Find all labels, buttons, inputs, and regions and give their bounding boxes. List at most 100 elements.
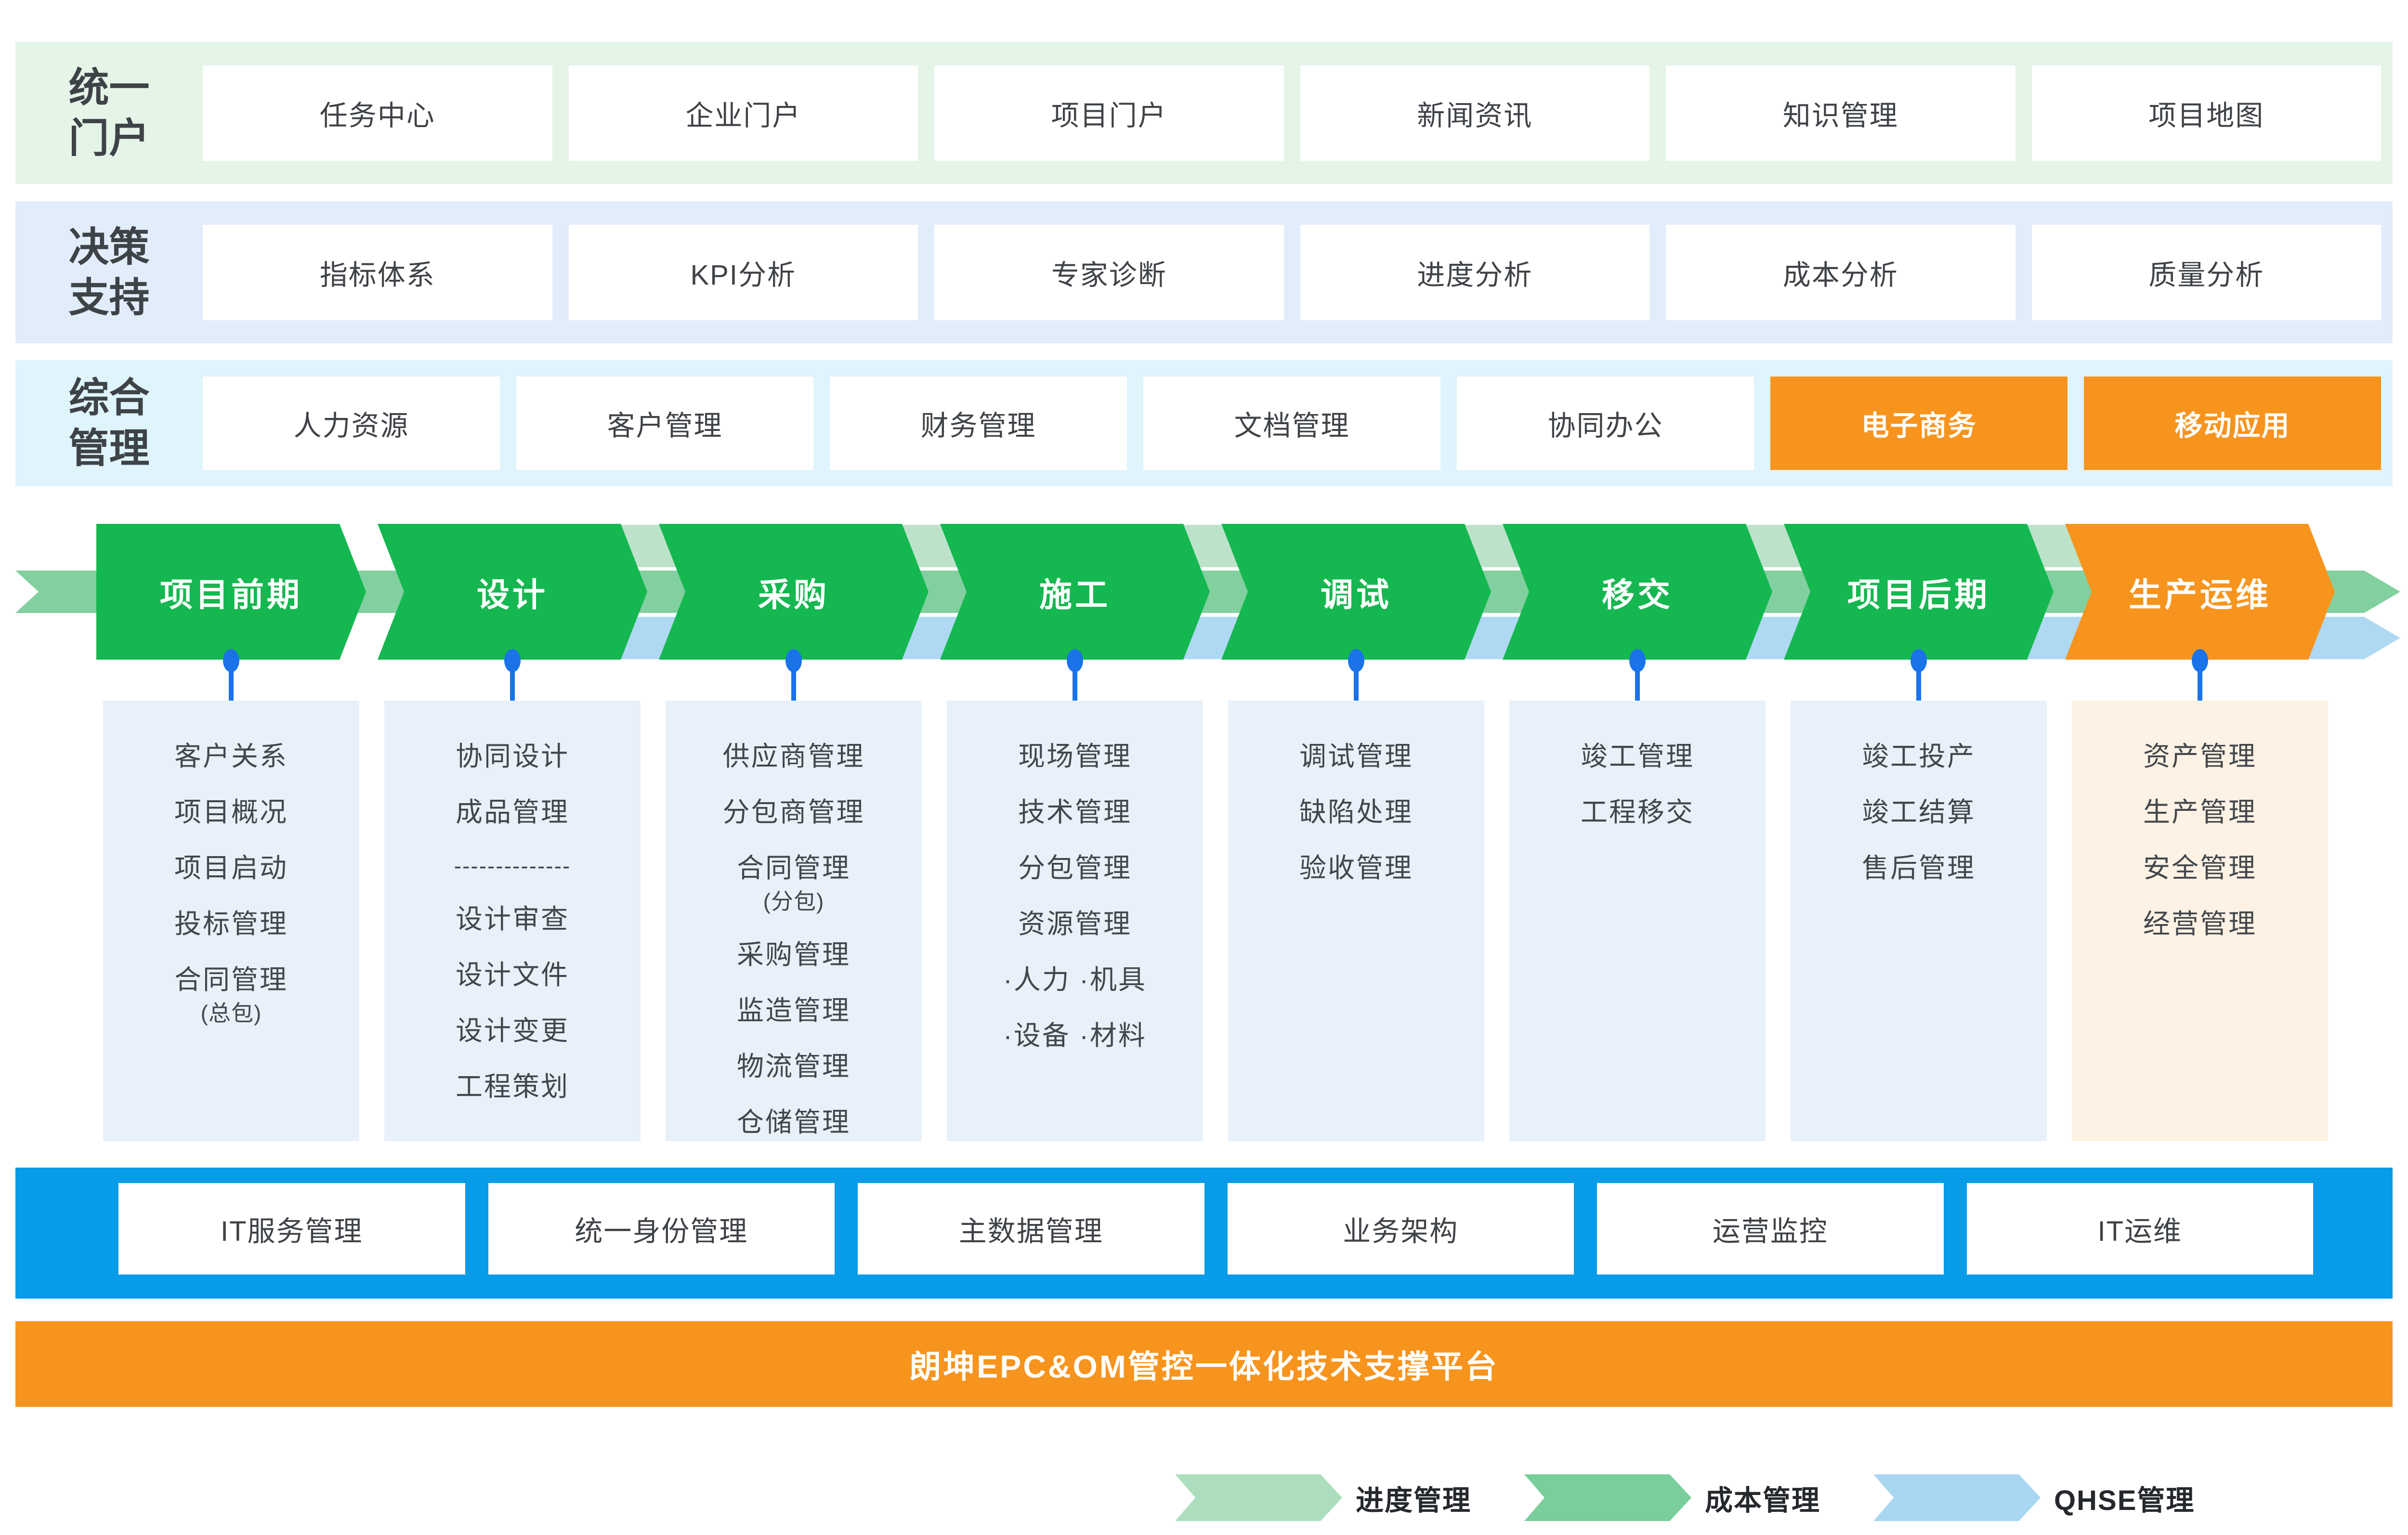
decision-item-indicator-system: 指标体系 bbox=[203, 224, 552, 320]
connector-dot bbox=[785, 649, 802, 672]
detail-item: 现场管理 bbox=[1018, 741, 1132, 771]
detail-item: 调试管理 bbox=[1299, 741, 1413, 771]
management-item-finance: 财务管理 bbox=[830, 377, 1127, 470]
detail-item: 客户关系 bbox=[174, 741, 288, 771]
portal-item-project-map: 项目地图 bbox=[2031, 65, 2381, 161]
detail-col-pre-project: 客户关系 项目概况 项目启动 投标管理 合同管理 (总包) bbox=[103, 701, 359, 1141]
detail-item: 资源管理 bbox=[1018, 909, 1132, 939]
connector-stem bbox=[510, 661, 515, 701]
connector-stem bbox=[1354, 661, 1359, 701]
detail-item: 合同管理 bbox=[174, 964, 288, 995]
phase-chevron-construction: 施工 bbox=[940, 524, 1210, 660]
connector-stem bbox=[1916, 661, 1921, 701]
detail-item: 设计文件 bbox=[456, 960, 569, 990]
connector-stem bbox=[2198, 661, 2202, 701]
detail-item: 监造管理 bbox=[737, 995, 851, 1026]
detail-item-separator: -------------- bbox=[454, 853, 571, 878]
detail-col-operations: 资产管理 生产管理 安全管理 经营管理 bbox=[2072, 701, 2328, 1141]
detail-col-handover: 竣工管理 工程移交 bbox=[1509, 701, 1766, 1141]
it-item-master-data: 主数据管理 bbox=[858, 1183, 1204, 1275]
connector-dot bbox=[1629, 649, 1646, 672]
legend-label: 进度管理 bbox=[1356, 1484, 1472, 1516]
phase-chevron-handover: 移交 bbox=[1503, 524, 1772, 660]
legend-label: QHSE管理 bbox=[2054, 1484, 2195, 1516]
detail-item: 资产管理 bbox=[2143, 741, 2257, 771]
detail-item: 仓储管理 bbox=[737, 1107, 851, 1137]
management-item-customer: 客户管理 bbox=[516, 377, 813, 470]
comprehensive-management-label: 综合管理 bbox=[68, 375, 150, 471]
unified-portal-band: 统一门户 任务中心 企业门户 项目门户 新闻资讯 知识管理 项目地图 bbox=[15, 42, 2393, 184]
decision-support-boxes: 指标体系 KPI分析 专家诊断 进度分析 成本分析 质量分析 bbox=[203, 224, 2381, 320]
decision-support-label: 决策支持 bbox=[68, 224, 150, 320]
portal-item-news: 新闻资讯 bbox=[1300, 65, 1649, 161]
portal-item-knowledge: 知识管理 bbox=[1666, 65, 2015, 161]
detail-item: 生产管理 bbox=[2143, 797, 2257, 827]
detail-item: 设计审查 bbox=[456, 904, 569, 934]
detail-item: 工程移交 bbox=[1581, 797, 1694, 827]
detail-item-note: (总包) bbox=[200, 1001, 262, 1026]
detail-item: 采购管理 bbox=[737, 939, 851, 970]
phase-chevron-design: 设计 bbox=[378, 524, 647, 660]
comprehensive-management-band: 综合管理 人力资源 客户管理 财务管理 文档管理 协同办公 电子商务 移动应用 bbox=[15, 360, 2393, 486]
phase-chevron-pre-project: 项目前期 bbox=[96, 524, 366, 660]
legend: 进度管理 成本管理 QHSE管理 bbox=[1175, 1474, 2195, 1521]
it-item-identity-management: 统一身份管理 bbox=[488, 1183, 835, 1275]
detail-item: 工程策划 bbox=[456, 1071, 569, 1102]
detail-item: 缺陷处理 bbox=[1299, 797, 1413, 827]
legend-label: 成本管理 bbox=[1705, 1484, 1821, 1516]
detail-item: 竣工投产 bbox=[1862, 741, 1976, 771]
phase-chevron-post-project: 项目后期 bbox=[1784, 524, 2054, 660]
detail-item: ·设备 ·材料 bbox=[1003, 1020, 1147, 1051]
decision-item-expert-diagnosis: 专家诊断 bbox=[934, 224, 1284, 320]
phase-chevron-procurement: 采购 bbox=[659, 524, 929, 660]
portal-item-task-center: 任务中心 bbox=[203, 65, 552, 161]
platform-bar: 朗坤EPC&OM管控一体化技术支撑平台 bbox=[15, 1321, 2393, 1407]
connector-stem bbox=[229, 661, 234, 701]
detail-item: 投标管理 bbox=[174, 909, 288, 939]
connector-dot bbox=[1348, 649, 1364, 672]
legend-entry-progress: 进度管理 bbox=[1175, 1474, 1471, 1521]
detail-item: 项目概况 bbox=[174, 797, 288, 827]
connector-stem bbox=[791, 661, 796, 701]
detail-item: 物流管理 bbox=[737, 1051, 851, 1081]
detail-item: 协同设计 bbox=[456, 741, 569, 771]
portal-item-project-portal: 项目门户 bbox=[934, 65, 1284, 161]
unified-portal-label: 统一门户 bbox=[68, 65, 150, 161]
detail-col-construction: 现场管理 技术管理 分包管理 资源管理 ·人力 ·机具 ·设备 ·材料 bbox=[947, 701, 1203, 1141]
it-item-it-ops: IT运维 bbox=[1966, 1183, 2313, 1275]
detail-item: 安全管理 bbox=[2143, 853, 2257, 883]
detail-item: 竣工结算 bbox=[1862, 797, 1976, 827]
decision-support-band: 决策支持 指标体系 KPI分析 专家诊断 进度分析 成本分析 质量分析 bbox=[15, 201, 2393, 343]
comprehensive-management-boxes: 人力资源 客户管理 财务管理 文档管理 协同办公 电子商务 移动应用 bbox=[203, 377, 2381, 470]
phase-detail-columns: 客户关系 项目概况 项目启动 投标管理 合同管理 (总包) 协同设计 成品管理 … bbox=[103, 701, 2328, 1141]
detail-item: 售后管理 bbox=[1862, 853, 1976, 883]
legend-entry-cost: 成本管理 bbox=[1524, 1474, 1820, 1521]
detail-col-design: 协同设计 成品管理 -------------- 设计审查 设计文件 设计变更 … bbox=[384, 701, 641, 1141]
detail-col-post-project: 竣工投产 竣工结算 售后管理 bbox=[1791, 701, 2047, 1141]
detail-item: 供应商管理 bbox=[722, 741, 865, 771]
detail-item: 技术管理 bbox=[1018, 797, 1132, 827]
phase-flow: 项目前期 设计 采购 施工 调试 移交 项目后期 生产运维 bbox=[96, 524, 2335, 660]
it-item-business-architecture: 业务架构 bbox=[1227, 1183, 1574, 1275]
connector-dot bbox=[223, 649, 239, 672]
detail-item: 项目启动 bbox=[174, 853, 288, 883]
detail-item: 验收管理 bbox=[1299, 853, 1413, 883]
progress-swatch-icon bbox=[1175, 1474, 1342, 1521]
detail-item: 经营管理 bbox=[2143, 909, 2257, 939]
detail-col-procurement: 供应商管理 分包商管理 合同管理 (分包) 采购管理 监造管理 物流管理 仓储管… bbox=[666, 701, 922, 1141]
detail-item: 合同管理 bbox=[737, 853, 851, 883]
decision-item-kpi-analysis: KPI分析 bbox=[568, 224, 918, 320]
detail-item: 成品管理 bbox=[456, 797, 569, 827]
decision-item-cost-analysis: 成本分析 bbox=[1666, 224, 2015, 320]
decision-item-quality-analysis: 质量分析 bbox=[2031, 224, 2381, 320]
it-item-service-management: IT服务管理 bbox=[118, 1183, 465, 1275]
connector-dot bbox=[2192, 649, 2208, 672]
portal-item-enterprise-portal: 企业门户 bbox=[568, 65, 918, 161]
connector-dot bbox=[1911, 649, 1927, 672]
management-item-ecommerce: 电子商务 bbox=[1770, 377, 2068, 470]
platform-title: 朗坤EPC&OM管控一体化技术支撑平台 bbox=[909, 1349, 1499, 1384]
detail-item: ·人力 ·机具 bbox=[1003, 964, 1147, 995]
management-item-document: 文档管理 bbox=[1143, 377, 1440, 470]
qhse-swatch-icon bbox=[1873, 1474, 2041, 1521]
connector-stem bbox=[1635, 661, 1640, 701]
